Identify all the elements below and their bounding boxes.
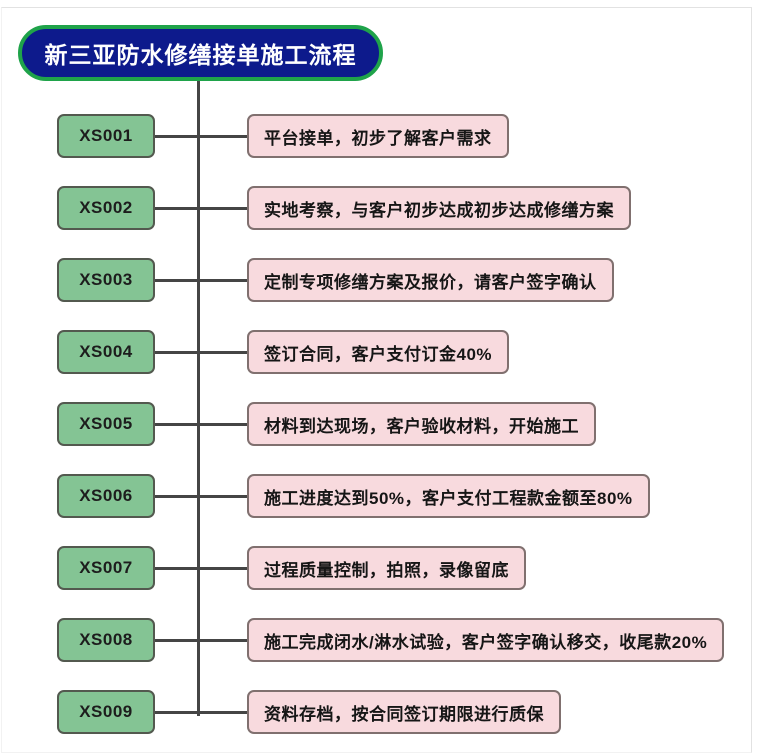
step-description-box[interactable]: 平台接单，初步了解客户需求	[247, 114, 509, 158]
connector-line-left	[155, 423, 199, 426]
step-code-box[interactable]: XS006	[57, 474, 155, 518]
connector-line-right	[197, 279, 249, 282]
step-code-box[interactable]: XS002	[57, 186, 155, 230]
step-code-box[interactable]: XS001	[57, 114, 155, 158]
connector-line-left	[155, 639, 199, 642]
connector-line-left	[155, 207, 199, 210]
step-code-box[interactable]: XS004	[57, 330, 155, 374]
connector-line-right	[197, 567, 249, 570]
flow-step-row: XS005 材料到达现场，客户验收材料，开始施工	[0, 402, 767, 446]
connector-line-right	[197, 207, 249, 210]
vertical-spine-connector	[197, 81, 200, 716]
flow-step-row: XS002 实地考察，与客户初步达成初步达成修缮方案	[0, 186, 767, 230]
connector-line-right	[197, 495, 249, 498]
connector-line-left	[155, 567, 199, 570]
flow-step-row: XS004 签订合同，客户支付订金40%	[0, 330, 767, 374]
flowchart-title: 新三亚防水修缮接单施工流程	[18, 25, 383, 81]
step-description-box[interactable]: 定制专项修缮方案及报价，请客户签字确认	[247, 258, 614, 302]
step-code-box[interactable]: XS003	[57, 258, 155, 302]
flow-step-row: XS003 定制专项修缮方案及报价，请客户签字确认	[0, 258, 767, 302]
flow-step-row: XS009 资料存档，按合同签订期限进行质保	[0, 690, 767, 734]
connector-line-right	[197, 351, 249, 354]
connector-line-right	[197, 711, 249, 714]
step-description-box[interactable]: 资料存档，按合同签订期限进行质保	[247, 690, 561, 734]
flow-step-row: XS008 施工完成闭水/淋水试验，客户签字确认移交，收尾款20%	[0, 618, 767, 662]
step-description-box[interactable]: 施工完成闭水/淋水试验，客户签字确认移交，收尾款20%	[247, 618, 725, 662]
connector-line-left	[155, 351, 199, 354]
connector-line-left	[155, 135, 199, 138]
step-description-box[interactable]: 施工进度达到50%，客户支付工程款金额至80%	[247, 474, 650, 518]
flow-step-row: XS007 过程质量控制，拍照，录像留底	[0, 546, 767, 590]
step-code-box[interactable]: XS009	[57, 690, 155, 734]
step-code-box[interactable]: XS008	[57, 618, 155, 662]
step-code-box[interactable]: XS005	[57, 402, 155, 446]
flow-step-row: XS001 平台接单，初步了解客户需求	[0, 114, 767, 158]
connector-line-right	[197, 135, 249, 138]
step-description-box[interactable]: 材料到达现场，客户验收材料，开始施工	[247, 402, 596, 446]
connector-line-left	[155, 279, 199, 282]
step-description-box[interactable]: 签订合同，客户支付订金40%	[247, 330, 510, 374]
step-description-box[interactable]: 实地考察，与客户初步达成初步达成修缮方案	[247, 186, 631, 230]
connector-line-left	[155, 711, 199, 714]
connector-line-right	[197, 423, 249, 426]
step-code-box[interactable]: XS007	[57, 546, 155, 590]
flow-step-row: XS006 施工进度达到50%，客户支付工程款金额至80%	[0, 474, 767, 518]
step-description-box[interactable]: 过程质量控制，拍照，录像留底	[247, 546, 526, 590]
connector-line-left	[155, 495, 199, 498]
connector-line-right	[197, 639, 249, 642]
